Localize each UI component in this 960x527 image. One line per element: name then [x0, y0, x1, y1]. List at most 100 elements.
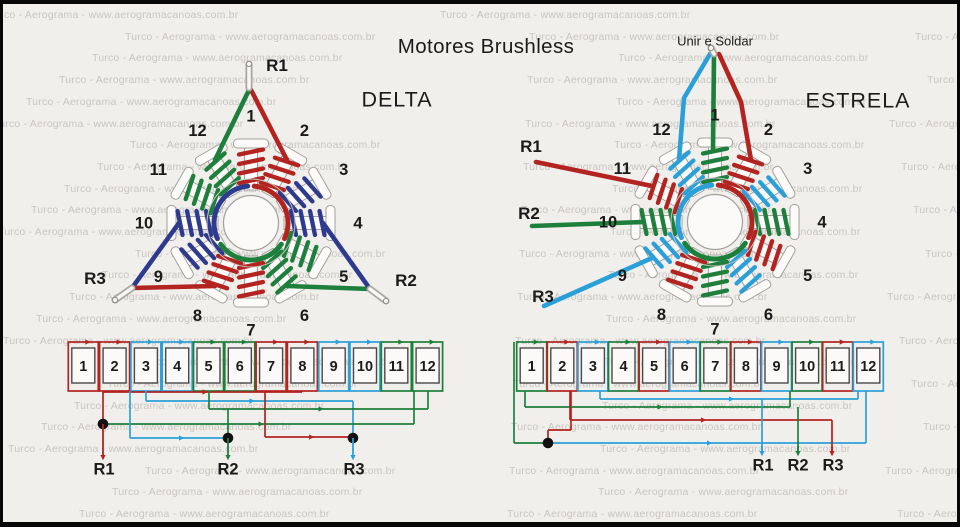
stator-coil	[668, 150, 706, 196]
coil-number: 6	[236, 359, 244, 375]
frame-border-right	[957, 0, 960, 527]
coil-number: 8	[298, 359, 306, 375]
coil-box	[384, 347, 409, 384]
stator-coil	[665, 252, 708, 290]
estrela-terminal-r3: R3	[532, 287, 554, 306]
slot-number: 4	[817, 214, 827, 232]
coil-loop	[223, 341, 256, 392]
watermark-text: Turco - Aerograma - www.aerogramacanoas.…	[8, 443, 259, 455]
coil-box	[164, 347, 190, 384]
coil-number: 2	[558, 359, 566, 375]
coil-loop	[161, 341, 194, 392]
stator-coil	[639, 207, 678, 237]
slot-number: 6	[764, 306, 773, 324]
coil-number: 5	[650, 359, 658, 375]
coil-loop	[98, 341, 131, 392]
estrela-terminal-r1: R1	[520, 137, 542, 156]
watermark-text: Turco - Aerograma - www.aerogramacanoas.…	[0, 117, 244, 130]
coil-loop	[67, 341, 100, 392]
coil-box	[825, 347, 850, 384]
watermark-text: Turco - Aerograma - www.aerogramacanoas.…	[887, 291, 960, 304]
watermark-text: Turco - Aerograma - www.aerogramacanoas.…	[92, 52, 343, 65]
watermark-text: Turco - Aerograma - www.aerogramacanoas.…	[112, 486, 363, 499]
slot-number: 7	[710, 321, 719, 339]
coil-box	[321, 347, 346, 384]
estrela-section-label: ESTRELA	[805, 88, 911, 113]
coil-number: 11	[389, 359, 404, 375]
coil-number: 11	[830, 359, 845, 375]
slot-number: 8	[657, 306, 666, 324]
coil-box	[415, 347, 440, 384]
slot-number: 2	[300, 122, 309, 140]
coil-number: 10	[799, 359, 815, 375]
slot-number: 3	[803, 160, 812, 178]
watermark-text: Turco - Aerograma - www.aerogramacanoas.…	[897, 508, 960, 521]
watermark-text: Turco - Aerograma - www.aerogramacanoas.…	[885, 464, 960, 477]
watermark-text: Turco - Aerograma - www.aerogramacanoas.…	[927, 74, 960, 87]
coil-loop	[349, 341, 381, 392]
watermark-text: Turco - Aerograma - www.aerogramacanoas.…	[889, 117, 960, 130]
stator-coil	[201, 253, 244, 291]
coil-number: 7	[711, 359, 719, 375]
delta-terminal-r2: R2	[395, 271, 417, 290]
slot-number: 6	[300, 307, 309, 325]
stator-coil	[175, 208, 214, 238]
coil-box	[580, 347, 606, 384]
coil-box	[611, 347, 636, 384]
stator-coil	[741, 175, 787, 213]
slot-number: 3	[339, 161, 348, 179]
stator-coil	[722, 154, 765, 192]
slot-number: 12	[188, 122, 206, 140]
stator-coil	[745, 229, 783, 272]
watermark-text: Turco - Aerograma - www.aerogramacanoas.…	[145, 464, 396, 477]
slot-number: 9	[154, 268, 163, 286]
watermark-text: Turco - Aerograma - www.aerogramacanoas.…	[915, 30, 960, 43]
slot-number: 1	[710, 107, 719, 125]
coil-number: 4	[173, 359, 181, 375]
stator-coil	[260, 249, 298, 295]
coil-number: 8	[742, 359, 750, 375]
frame-border-left	[0, 0, 3, 527]
delta-section-label: DELTA	[361, 87, 433, 112]
coil-box	[550, 347, 575, 384]
coil-number: 12	[420, 359, 436, 375]
coil-loop	[380, 341, 413, 392]
estrela-winding-terminal-r2: R2	[787, 456, 809, 475]
slot-number: 10	[135, 215, 153, 233]
watermark-text: Turco - Aerograma - www.aerogramacanoas.…	[529, 30, 780, 43]
watermark-text: Turco - Aerograma - www.aerogramacanoas.…	[923, 421, 960, 434]
watermark-text: Turco - Aerograma - www.aerogramacanoas.…	[3, 334, 254, 347]
slot-number: 12	[652, 121, 670, 139]
watermark-text: Turco - Aerograma - www.aerogramacanoas.…	[618, 52, 869, 65]
watermark-text: Turco - Aerograma - www.aerogramacanoas.…	[507, 508, 758, 521]
estrela-winding-terminal-r1: R1	[752, 456, 774, 475]
stator-coil	[179, 232, 225, 270]
stator-coil	[724, 248, 762, 294]
slot-number: 10	[599, 214, 617, 232]
stator-coil	[288, 208, 327, 238]
stator-coil	[752, 207, 791, 237]
coil-number: 9	[772, 359, 780, 375]
coil-number: 12	[860, 359, 876, 375]
join-solder-label: Unir e Soldar	[677, 33, 753, 49]
watermark-text: Turco - Aerograma - www.aerogramacanoas.…	[606, 312, 857, 325]
watermark-text: Turco - Aerograma - www.aerogramacanoas.…	[911, 377, 960, 390]
coil-box	[102, 347, 127, 384]
watermark-text: Turco - Aerograma - www.aerogramacanoas.…	[913, 204, 960, 217]
coil-number: 3	[589, 359, 597, 375]
coil-number: 4	[619, 359, 627, 375]
watermark-text: Turco - Aerograma - www.aerogramacanoas.…	[925, 247, 960, 260]
coil-box	[290, 347, 315, 384]
watermark-text: Turco - Aerograma - www.aerogramacanoas.…	[440, 9, 691, 21]
watermark-text: Turco - Aerograma - www.aerogramacanoas.…	[901, 160, 960, 173]
coil-loop	[255, 341, 287, 392]
watermark-text: Turco - Aerograma - www.aerogramacanoas.…	[509, 464, 760, 477]
watermark-text: Turco - Aerograma - www.aerogramacanoas.…	[899, 334, 960, 347]
watermark-text: Turco - Aerograma - www.aerogramacanoas.…	[79, 508, 330, 521]
coil-box	[794, 347, 820, 384]
coil-box	[672, 347, 697, 384]
slot-number: 1	[246, 108, 255, 126]
stator-coil	[204, 151, 242, 197]
coil-number: 5	[204, 359, 212, 375]
